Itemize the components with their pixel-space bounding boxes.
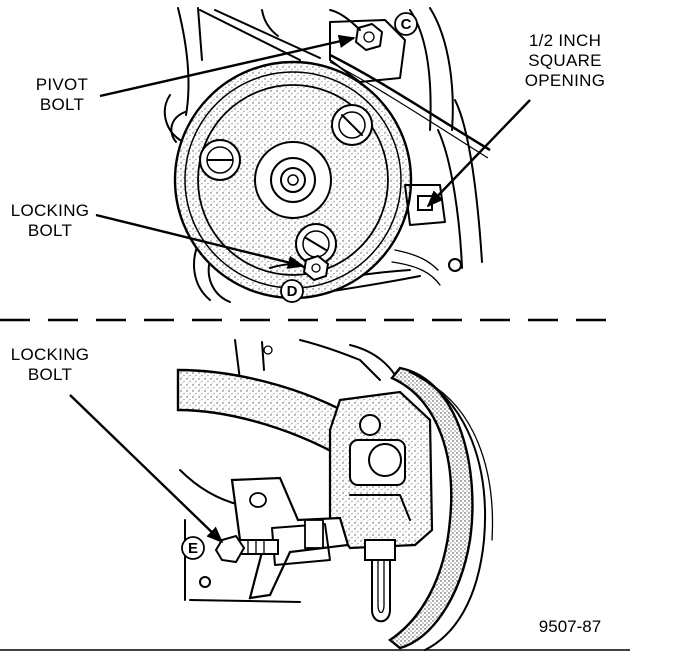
square-opening-label-line2: SQUARE [528, 51, 602, 70]
callout-d-letter: D [287, 283, 298, 300]
bottom-view: E LOCKING BOLT 9507-87 [11, 339, 601, 651]
drive-belt-top [329, 53, 491, 159]
pivot-bolt-leader [99, 34, 356, 98]
square-opening-label-line3: OPENING [525, 71, 606, 90]
figure-number: 9507-87 [539, 617, 601, 636]
callout-c: C [394, 12, 418, 36]
callout-e: E [181, 536, 205, 560]
pivot-bolt-label-line1: PIVOT [36, 75, 89, 94]
pulley-access-hole [199, 139, 241, 181]
locking-bolt-bottom-leader [69, 394, 224, 544]
locking-bolt-bottom-label-line2: BOLT [28, 365, 72, 384]
pulley-side-view [387, 366, 494, 651]
callout-e-letter: E [188, 540, 198, 557]
pivot-bracket [329, 19, 406, 83]
engine-structure-top [163, 7, 483, 303]
pump-body [328, 390, 434, 623]
locking-bolt-top-label-line1: LOCKING [11, 201, 90, 220]
pivot-bolt-label-line2: BOLT [40, 95, 84, 114]
locking-bolt-top [269, 254, 330, 282]
square-opening-label-line1: 1/2 INCH [529, 31, 601, 50]
callout-d: D [280, 279, 304, 303]
pulley-access-hole [295, 223, 337, 265]
square-opening-leader [426, 99, 531, 208]
locking-bolt-bottom-label-line1: LOCKING [11, 345, 90, 364]
top-view: C D PIVOT BOLT 1/2 INCH SQUARE OPENING L… [11, 7, 606, 303]
locking-bolt-top-leader [95, 213, 305, 269]
locking-bolt-top-label-line2: BOLT [28, 221, 72, 240]
pump-pulley [173, 60, 413, 300]
pulley-access-hole [331, 104, 373, 146]
callout-c-letter: C [401, 16, 412, 33]
